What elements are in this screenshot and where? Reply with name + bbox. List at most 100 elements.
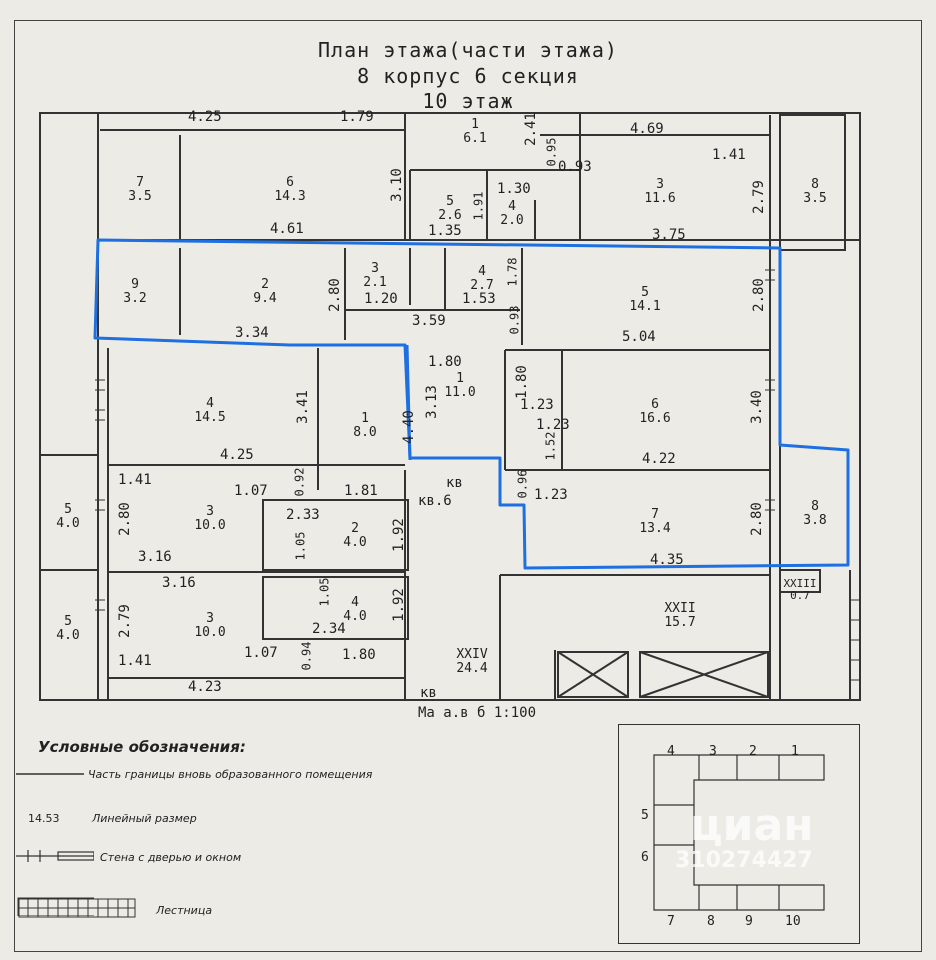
scale-label: Ма а.в б 1:100	[418, 705, 537, 721]
legend-stair-symbol	[18, 898, 136, 918]
dimension-label: 1.23	[520, 397, 554, 413]
dimension-label: 1.80	[342, 647, 376, 663]
dimension-label: 1.07	[234, 483, 268, 499]
keymap-section-label: 4	[667, 744, 675, 759]
keymap-section-label: 2	[749, 744, 757, 759]
dimension-label: 1.05	[293, 531, 308, 561]
dimension-label: 3.16	[162, 575, 196, 591]
dimension-label: 4.61	[270, 221, 304, 237]
watermark-id: 310274427	[675, 848, 813, 873]
dimension-label: 2.33	[286, 507, 320, 523]
dimension-label: 1.52	[543, 431, 558, 461]
dimension-label: 0.95	[544, 137, 559, 167]
legend-symbols	[16, 773, 94, 916]
watermark-brand: циан	[690, 800, 814, 851]
dimension-label: 3.16	[138, 549, 172, 565]
dimension-label: 2.79	[116, 604, 133, 638]
dimension-label: 1.78	[505, 257, 520, 287]
dimension-label: 2.41	[522, 112, 539, 146]
keymap-section-label: 7	[667, 914, 675, 929]
legend-item-wall: Стена с дверью и окном	[100, 851, 242, 864]
dimension-label: 2.80	[116, 502, 133, 536]
dimension-label: 0.94	[299, 641, 314, 671]
keymap-section-label: 6	[641, 850, 649, 865]
legend-item-stairs: Лестница	[156, 904, 213, 917]
dimension-label: 0.96	[515, 469, 530, 499]
dimension-label: 1.91	[471, 191, 486, 221]
dimension-label: 1.80	[428, 354, 462, 370]
dimension-label: 1.07	[244, 645, 278, 661]
apartment-label: кв.6	[418, 493, 452, 509]
dimension-label: 1.20	[364, 291, 398, 307]
keymap-section-label: 9	[745, 914, 753, 929]
plan-floor: 10 этаж	[422, 89, 514, 113]
dimension-label: 2.34	[312, 621, 346, 637]
dimension-label: 3.10	[388, 168, 405, 202]
dimension-label: 5.04	[622, 329, 656, 345]
legend-item-dimension: Линейный размер	[92, 812, 197, 825]
dimension-label: 1.81	[344, 483, 378, 499]
dimension-label: 1.92	[390, 588, 407, 622]
dimension-label: 1.23	[534, 487, 568, 503]
dimension-label: 3.59	[412, 313, 446, 329]
dimension-label: 4.69	[630, 121, 664, 137]
plan-subtitle: 8 корпус 6 секция	[357, 64, 579, 88]
dimension-label: 2.80	[326, 278, 343, 312]
dimension-label: 2.80	[748, 502, 765, 536]
sheet-frame	[14, 20, 922, 952]
dimension-label: 0.92	[292, 467, 307, 497]
plan-title: План этажа(части этажа)	[318, 38, 618, 62]
dimension-label: 1.23	[536, 417, 570, 433]
section-keymap: 4 3 2 1 5 6 7 8 9 10	[618, 724, 860, 944]
keymap-section-label: 3	[709, 744, 717, 759]
dimension-label: 3.75	[652, 227, 686, 243]
dimension-label: 3.41	[294, 390, 311, 424]
dimension-label: 1.35	[428, 223, 462, 239]
legend-title: Условные обозначения:	[38, 738, 246, 756]
dimension-label: 1.79	[340, 109, 374, 125]
dimension-label: 1.80	[513, 365, 530, 399]
dimension-label: 2.80	[750, 278, 767, 312]
apartment-label: кв	[420, 685, 437, 701]
keymap-section-label: 8	[707, 914, 715, 929]
dimension-label: 1.05	[317, 577, 332, 607]
dimension-label: 1.41	[712, 147, 746, 163]
keymap-drawing	[653, 754, 825, 911]
dimension-label: 4.40	[400, 410, 417, 444]
dimension-label: 4.23	[188, 679, 222, 695]
apartment-label: кв	[446, 475, 463, 491]
dimension-label: 3.34	[235, 325, 269, 341]
dimension-label: 1.92	[390, 518, 407, 552]
keymap-section-label: 5	[641, 808, 649, 823]
dimension-label: 0.93	[558, 159, 592, 175]
dimension-label: 2.79	[750, 180, 767, 214]
legend-item-boundary: Часть границы вновь образованного помеще…	[88, 768, 373, 781]
dimension-label: 4.22	[642, 451, 676, 467]
dimension-label: 1.41	[118, 472, 152, 488]
